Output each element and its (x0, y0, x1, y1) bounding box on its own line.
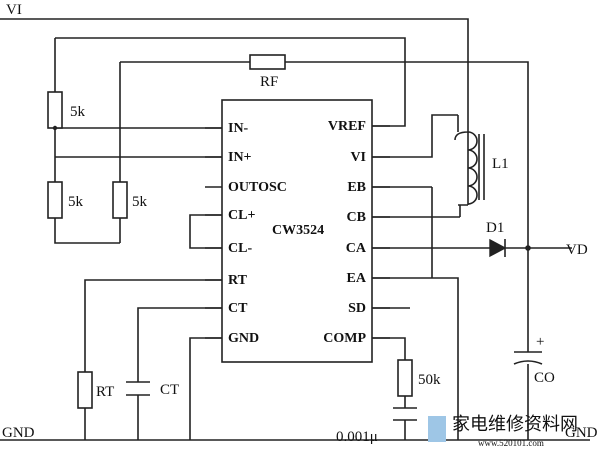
watermark-url: www.520101.com (478, 438, 544, 448)
pin-sd: SD (348, 301, 366, 316)
gnd-right-label: GND (565, 425, 598, 441)
resistor-rt (77, 371, 93, 409)
pin-in-plus: IN+ (228, 150, 252, 165)
pin-cl-minus: CL- (228, 241, 252, 256)
r1-label: 5k (70, 104, 86, 120)
pin-gnd: GND (228, 331, 259, 346)
rt-label: RT (96, 384, 114, 400)
ic-name: CW3524 (272, 223, 324, 238)
resistor-r1 (47, 91, 63, 129)
r50k-label: 50k (418, 372, 441, 388)
resistor-rf (249, 54, 286, 70)
capacitor-comp (393, 407, 417, 421)
pin-comp: COMP (323, 331, 366, 346)
pin-rt: RT (228, 273, 248, 288)
r3-label: 5k (132, 194, 148, 210)
pin-eb: EB (347, 180, 366, 195)
pin-outosc: OUTOSC (228, 180, 287, 195)
resistor-r3 (112, 181, 128, 219)
pin-in-minus: IN- (228, 121, 249, 136)
pin-cb: CB (347, 210, 366, 225)
l1-label: L1 (492, 156, 509, 172)
inductor-l1 (457, 115, 485, 217)
ct-label: CT (160, 382, 179, 398)
rf-label: RF (260, 74, 278, 90)
pin-ct: CT (228, 301, 248, 316)
gnd-left-label: GND (2, 425, 35, 441)
capacitor-co (513, 351, 543, 365)
ic-pin-stubs (205, 125, 390, 339)
wires (0, 18, 590, 441)
vd-label: VD (566, 242, 588, 258)
resistor-50k (397, 359, 413, 397)
co-polarity-label: + (536, 334, 544, 350)
capacitor-ct (126, 381, 150, 396)
d1-label: D1 (486, 220, 504, 236)
pin-vref: VREF (328, 119, 366, 134)
watermark: 家电维修资料网 www.520101.com (428, 414, 578, 448)
pin-ea: EA (347, 271, 367, 286)
junction-dots (52, 125, 531, 251)
watermark-text: 家电维修资料网 (452, 414, 578, 434)
co-label: CO (534, 370, 555, 386)
r2-label: 5k (68, 194, 84, 210)
vi-rail-label: VI (6, 2, 22, 18)
pin-cl-plus: CL+ (228, 208, 255, 223)
resistor-r2 (47, 181, 63, 219)
ic-body (221, 99, 373, 363)
pin-ca: CA (346, 241, 367, 256)
pin-vi: VI (350, 150, 366, 165)
diode-d1 (489, 238, 507, 258)
c-comp-label: 0.001μ (336, 429, 378, 445)
